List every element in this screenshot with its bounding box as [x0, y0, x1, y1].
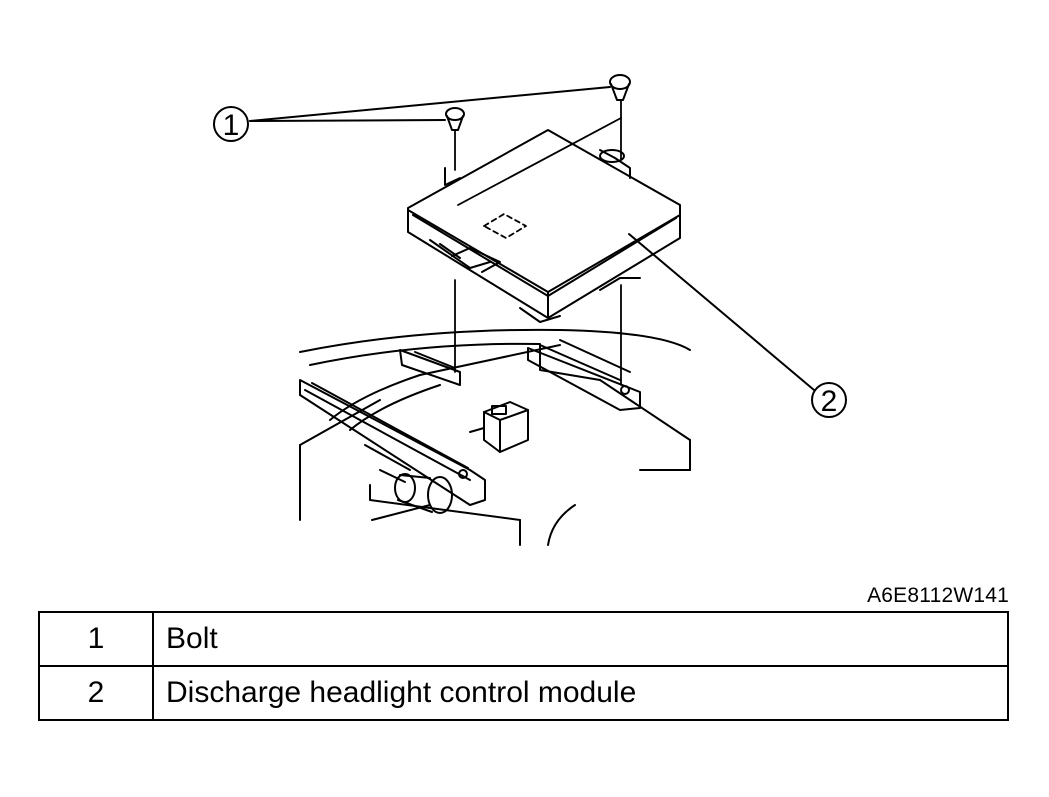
legend-number: 2: [38, 665, 154, 721]
legend-table: 1 Bolt 2 Discharge headlight control mod…: [38, 611, 1009, 721]
floor-connector: [469, 401, 529, 453]
headlight-control-module: [407, 129, 681, 323]
left-mounting-bracket: [299, 349, 486, 506]
legend-description: Bolt: [152, 611, 1009, 667]
exploded-view-diagram: 1 2: [213, 74, 847, 546]
wiring-harness-grommet: [364, 444, 453, 514]
right-mounting-bracket: [527, 339, 641, 411]
table-row: 1 Bolt: [38, 611, 1009, 667]
vehicle-body-structure: [299, 328, 691, 546]
legend-description: Discharge headlight control module: [152, 665, 1009, 721]
bolt-icon: [609, 74, 631, 101]
table-row: 2 Discharge headlight control module: [38, 665, 1009, 721]
callout-2-label: 2: [821, 385, 838, 418]
callout-1-label: 1: [223, 109, 240, 142]
callout-1: 1: [213, 86, 611, 142]
callout-2: 2: [628, 233, 847, 418]
bolt-axis-lines: [454, 99, 622, 386]
bolt-icon: [445, 107, 465, 131]
legend-number: 1: [38, 611, 154, 667]
figure-code: A6E8112W141: [867, 584, 1009, 607]
